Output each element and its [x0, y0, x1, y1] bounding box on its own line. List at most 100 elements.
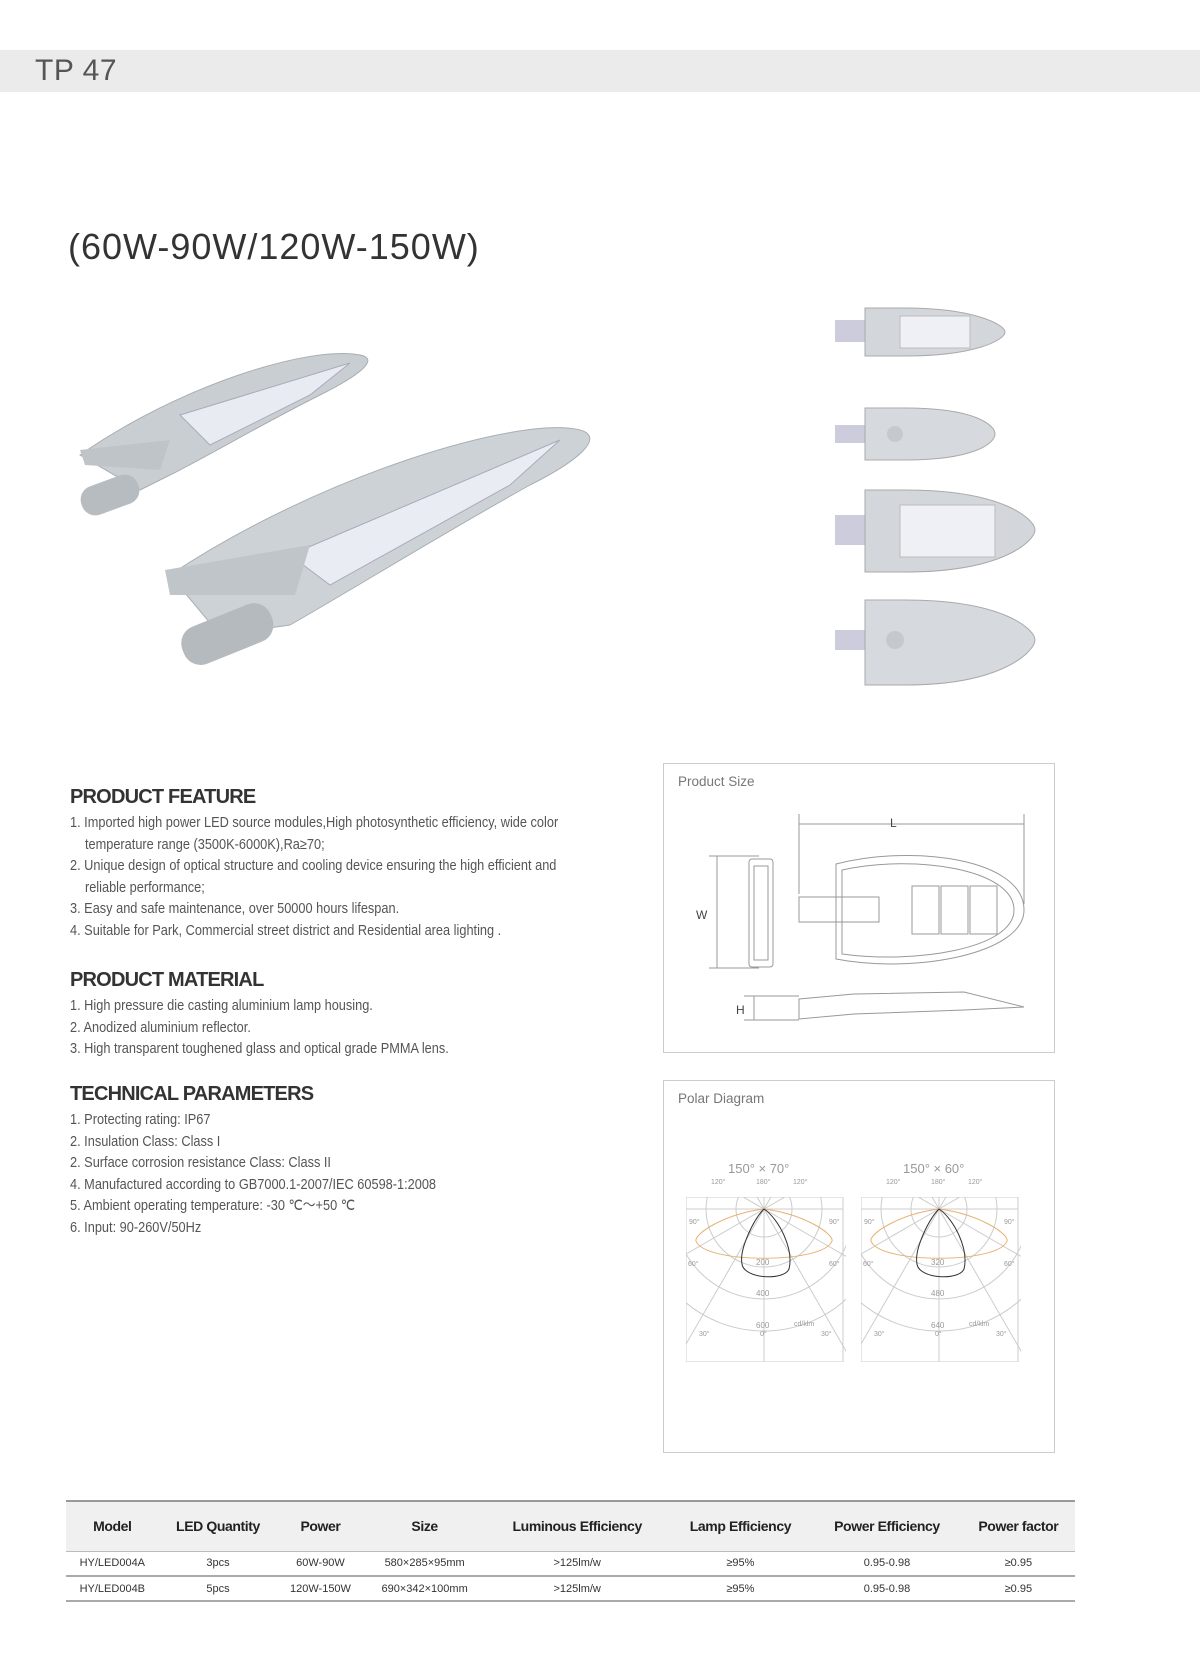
- unit-label: cd/klm: [969, 1321, 990, 1328]
- angle-label: 120°: [711, 1179, 726, 1186]
- angle-label: 90°: [864, 1219, 875, 1226]
- feature-item: temperature range (3500K-6000K),Ra≥70;: [84, 836, 325, 853]
- section-heading: PRODUCT MATERIAL: [70, 969, 264, 991]
- dim-height-label: H: [736, 1003, 745, 1017]
- column-header: Lamp Efficiency: [689, 1518, 792, 1535]
- table-row: HY/LED004B 5pcs 120W-150W 690×342×100mm >125…: [66, 1576, 1075, 1601]
- angle-label: 60°: [829, 1261, 840, 1268]
- header-bar: TP 47: [0, 50, 1200, 92]
- angle-label: 0°: [935, 1331, 942, 1338]
- angle-label: 120°: [886, 1179, 901, 1186]
- section-heading: PRODUCT FEATURE: [70, 786, 256, 808]
- angle-label: 30°: [874, 1331, 885, 1338]
- angle-label: 30°: [996, 1331, 1007, 1338]
- angle-label: 120°: [793, 1179, 808, 1186]
- curve-c90: [871, 1209, 1007, 1258]
- ring-label: 200: [756, 1258, 770, 1267]
- ring-label: 320: [931, 1258, 945, 1267]
- section-heading: TECHNICAL PARAMETERS: [70, 1083, 314, 1105]
- feature-item: 2. Unique design of optical structure an…: [70, 858, 557, 875]
- table-cell: 120W-150W: [290, 1582, 351, 1595]
- column-header: LED Quantity: [176, 1518, 260, 1535]
- table-cell: >125lm/w: [553, 1582, 601, 1595]
- dim-length-label: L: [890, 816, 897, 830]
- polar-title: 150° × 70°: [728, 1161, 790, 1176]
- table-cell: ≥95%: [726, 1582, 755, 1595]
- feature-item: 3. Easy and safe maintenance, over 50000…: [70, 901, 400, 918]
- angle-label: 90°: [829, 1219, 840, 1226]
- ring-label: 640: [931, 1321, 945, 1330]
- product-views: [835, 307, 1036, 686]
- table-cell: HY/LED004A: [79, 1557, 146, 1570]
- angle-label: 30°: [821, 1331, 832, 1338]
- column-header: Model: [93, 1518, 132, 1535]
- angle-label: 30°: [699, 1331, 710, 1338]
- polar-chart: [861, 1169, 1021, 1369]
- table-cell: 5pcs: [206, 1582, 230, 1595]
- curve-c90: [696, 1209, 832, 1258]
- tech-item: 1. Protecting rating: IP67: [70, 1112, 211, 1128]
- table-cell: ≥95%: [726, 1557, 755, 1570]
- tech-item: 2. Insulation Class: Class I: [70, 1133, 221, 1150]
- column-header: Size: [411, 1518, 438, 1535]
- angle-label: 60°: [1004, 1261, 1015, 1268]
- tech-item: 5. Ambient operating temperature: -30 ℃～…: [70, 1198, 356, 1215]
- column-header: Power Efficiency: [834, 1518, 940, 1535]
- table-cell: 0.95-0.98: [863, 1557, 911, 1570]
- polar-chart: [686, 1169, 846, 1369]
- ring-label: 400: [756, 1289, 770, 1298]
- angle-label: 60°: [688, 1261, 699, 1268]
- dim-width-label: W: [696, 908, 708, 922]
- column-header: Power: [300, 1518, 341, 1535]
- polar-diagram-panel: Polar Diagram 150° × 70° 200 400 600 cd/klm 1…: [663, 1080, 1055, 1453]
- product-photo: [79, 352, 591, 665]
- view-bottom-small: [835, 407, 996, 461]
- tech-item: 4. Manufactured according to GB7000.1-20…: [70, 1176, 437, 1193]
- view-top-small: [835, 307, 1006, 357]
- polar-title: 150° × 60°: [903, 1161, 965, 1176]
- feature-item: 1. Imported high power LED source module…: [70, 815, 559, 831]
- angle-label: 90°: [689, 1219, 700, 1226]
- view-bottom-large: [835, 599, 1036, 686]
- panel-label: Product Size: [678, 774, 755, 789]
- table-cell: HY/LED004B: [79, 1582, 146, 1595]
- table-cell: >125lm/w: [553, 1557, 601, 1570]
- angle-label: 0°: [760, 1331, 767, 1338]
- feature-item: 4. Suitable for Park, Commercial street …: [70, 922, 502, 939]
- table-cell: 3pcs: [206, 1557, 230, 1570]
- table-cell: 60W-90W: [296, 1557, 345, 1570]
- unit-label: cd/klm: [794, 1321, 815, 1328]
- curve-c0: [742, 1209, 790, 1277]
- material-item: 3. High transparent toughened glass and …: [70, 1041, 449, 1058]
- panel-label: Polar Diagram: [678, 1091, 765, 1106]
- ring-label: 600: [756, 1321, 770, 1330]
- tech-item: 6. Input: 90-260V/50Hz: [70, 1219, 202, 1236]
- table-cell: ≥0.95: [1004, 1557, 1033, 1570]
- view-top-large: [835, 489, 1036, 573]
- model-code: TP 47: [35, 54, 117, 87]
- product-size-panel: Product Size L W H: [663, 763, 1055, 1053]
- table-cell: 580×285×95mm: [384, 1557, 465, 1570]
- dimension-drawing: L W H: [696, 814, 1025, 1021]
- material-item: 2. Anodized aluminium reflector.: [70, 1019, 251, 1036]
- table-cell: 690×342×100mm: [381, 1582, 468, 1595]
- small-lamp: [79, 352, 369, 516]
- column-header: Power factor: [978, 1518, 1059, 1535]
- column-header: Luminous Efficiency: [512, 1518, 643, 1535]
- product-feature-section: PRODUCT FEATURE 1. Imported high power L…: [70, 786, 630, 943]
- angle-label: 120°: [968, 1179, 983, 1186]
- curve-c0: [917, 1209, 965, 1277]
- page-title: (60W-90W/120W-150W): [68, 226, 480, 267]
- material-item: 1. High pressure die casting aluminium l…: [70, 998, 373, 1014]
- table-cell: 0.95-0.98: [863, 1582, 911, 1595]
- ring-label: 480: [931, 1289, 945, 1298]
- table-cell: ≥0.95: [1004, 1582, 1033, 1595]
- angle-label: 60°: [863, 1261, 874, 1268]
- large-lamp: [165, 427, 591, 665]
- table-header-row: Model LED Quantity Power Size Luminous Effic…: [66, 1501, 1075, 1551]
- angle-label: 180°: [756, 1179, 771, 1186]
- feature-item: reliable performance;: [84, 879, 205, 896]
- technical-parameters-section: TECHNICAL PARAMETERS 1. Protecting ratin…: [70, 1083, 630, 1240]
- spec-table: Model LED Quantity Power Size Luminous Effic…: [66, 1500, 1075, 1602]
- tech-item: 2. Surface corrosion resistance Class: C…: [70, 1155, 331, 1172]
